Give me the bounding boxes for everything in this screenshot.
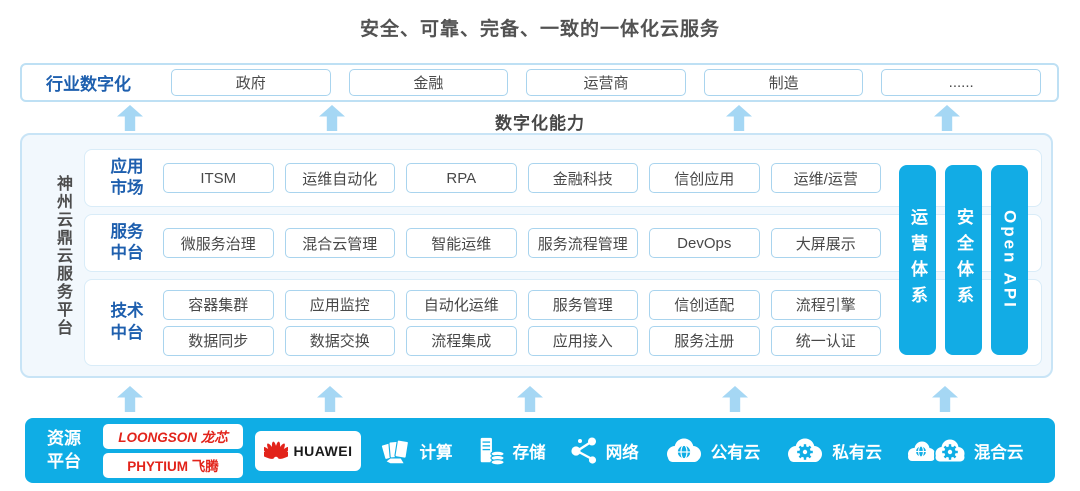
pillar-security-system: 安全体系 (945, 165, 982, 355)
industry-box-operator: 运营商 (526, 69, 686, 96)
capability-box: DevOps (649, 228, 760, 258)
pillar-operation-system: 运营体系 (899, 165, 936, 355)
capability-box: 应用接入 (527, 325, 638, 356)
service-platform-label: 服务中台 (110, 222, 144, 262)
public-cloud-icon (666, 438, 701, 462)
tech-platform-items: 容器集群 应用监控 自动化运维 服务管理 信创适配 流程引擎 数据同步 数据交换… (163, 289, 881, 356)
app-market-label: 应用市场 (110, 157, 144, 197)
storage-icon (480, 437, 505, 465)
phytium-logo: PHYTIUM 飞腾 (103, 452, 243, 478)
up-arrow-icon (117, 386, 143, 412)
capability-box: 容器集群 (163, 289, 274, 320)
huawei-logo: HUAWEI (255, 430, 361, 471)
capability-box: ITSM (163, 163, 274, 193)
resource-item-private-cloud: 私有云 (783, 436, 882, 466)
resource-item-network: 网络 (569, 436, 639, 466)
capability-arrow-row: 数字化能力 (0, 104, 1080, 133)
industry-box-government: 政府 (171, 69, 331, 96)
up-arrow-icon (932, 386, 958, 412)
huawei-flower-icon (263, 441, 288, 459)
up-arrow-icon (722, 386, 748, 412)
capability-box: 统一认证 (770, 325, 881, 356)
cloud-platform-container: 神州云鼎云服务平台 应用市场 ITSM 运维自动化 RPA 金融科技 信创应用 … (20, 133, 1053, 378)
resource-item-public-cloud: 公有云 (662, 436, 760, 466)
resource-item-compute: 计算 (380, 436, 453, 466)
capability-box: 金融科技 (527, 163, 638, 193)
capability-box: 运维/运营 (770, 163, 881, 193)
resource-items: 计算 存储 (369, 436, 1035, 466)
capability-box: 服务流程管理 (527, 228, 638, 258)
capability-box: 运维自动化 (284, 163, 395, 193)
capability-box: 数据交换 (284, 325, 395, 356)
capability-box: 应用监控 (284, 289, 395, 320)
industry-box-finance: 金融 (348, 69, 509, 96)
app-market-row: 应用市场 ITSM 运维自动化 RPA 金融科技 信创应用 运维/运营 (84, 149, 1042, 207)
up-arrow-icon (317, 386, 343, 412)
service-platform-items: 微服务治理 混合云管理 智能运维 服务流程管理 DevOps 大屏展示 (163, 228, 881, 258)
capability-box: 服务管理 (527, 289, 638, 320)
network-icon (571, 437, 596, 464)
up-arrow-icon (517, 386, 543, 412)
app-market-items: ITSM 运维自动化 RPA 金融科技 信创应用 运维/运营 (163, 163, 881, 193)
resource-platform-label: 资源平台 (47, 428, 81, 471)
resource-item-storage: 存储 (476, 436, 546, 466)
capability-box: 流程集成 (406, 325, 517, 356)
huawei-wordmark: HUAWEI (293, 442, 353, 459)
tech-platform-label: 技术中台 (110, 302, 144, 342)
compute-icon (380, 439, 409, 463)
capability-box: 流程引擎 (770, 289, 881, 320)
industry-row-label: 行业数字化 (46, 75, 131, 94)
capability-box: 服务注册 (649, 325, 760, 356)
tech-platform-row: 技术中台 容器集群 应用监控 自动化运维 服务管理 信创适配 流程引擎 数据同步… (84, 279, 1042, 366)
page-title: 安全、可靠、完备、一致的一体化云服务 (359, 19, 720, 40)
capability-box: 信创应用 (649, 163, 760, 193)
platform-side-label: 神州云鼎云服务平台 (54, 174, 71, 337)
industry-box-more: ...... (881, 69, 1041, 96)
capability-box: 微服务治理 (163, 228, 274, 258)
tech-items-top: 容器集群 应用监控 自动化运维 服务管理 信创适配 流程引擎 (163, 289, 881, 320)
private-cloud-icon (788, 438, 823, 462)
tech-items-bottom: 数据同步 数据交换 流程集成 应用接入 服务注册 统一认证 (163, 325, 881, 356)
capability-label: 数字化能力 (495, 114, 585, 133)
industry-box-manufacturing: 制造 (703, 69, 864, 96)
service-platform-row: 服务中台 微服务治理 混合云管理 智能运维 服务流程管理 DevOps 大屏展示 (84, 214, 1042, 272)
resource-item-hybrid-cloud: 混合云 (905, 436, 1023, 466)
capability-box: 数据同步 (163, 325, 274, 356)
capability-box: 大屏展示 (770, 228, 881, 258)
capability-box: 自动化运维 (406, 289, 517, 320)
capability-box: 信创适配 (649, 289, 760, 320)
pillar-open-api: Open API (991, 165, 1028, 355)
hybrid-cloud-icon (907, 437, 966, 463)
capability-box: RPA (406, 163, 517, 193)
industry-row: 行业数字化 政府 金融 运营商 制造 ...... (20, 63, 1059, 102)
capability-box: 混合云管理 (284, 228, 395, 258)
resource-arrow-row (0, 385, 1080, 413)
capability-box: 智能运维 (406, 228, 517, 258)
resource-platform-bar: 资源平台 LOONGSON 龙芯 PHYTIUM 飞腾 HUAWEI (25, 418, 1055, 483)
chip-vendor-stack: LOONGSON 龙芯 PHYTIUM 飞腾 (103, 423, 243, 478)
loongson-logo: LOONGSON 龙芯 (103, 423, 243, 449)
